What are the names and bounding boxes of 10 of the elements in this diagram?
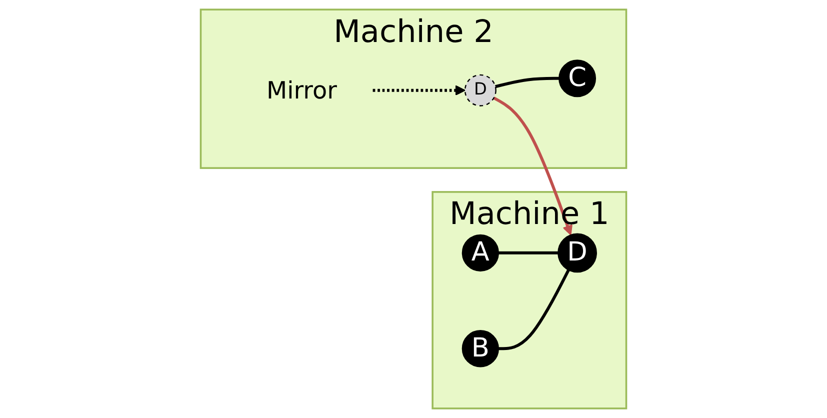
- node-circle: B: [462, 330, 500, 368]
- node-text: Mirror: [266, 76, 337, 105]
- node-circle: D: [558, 233, 597, 273]
- connector: [498, 269, 570, 350]
- connector: [495, 76, 560, 88]
- node-circle: C: [558, 60, 596, 98]
- node-circle: A: [462, 234, 499, 272]
- arrow: [372, 85, 466, 96]
- node-circle: D: [464, 74, 496, 106]
- connector: [498, 251, 558, 254]
